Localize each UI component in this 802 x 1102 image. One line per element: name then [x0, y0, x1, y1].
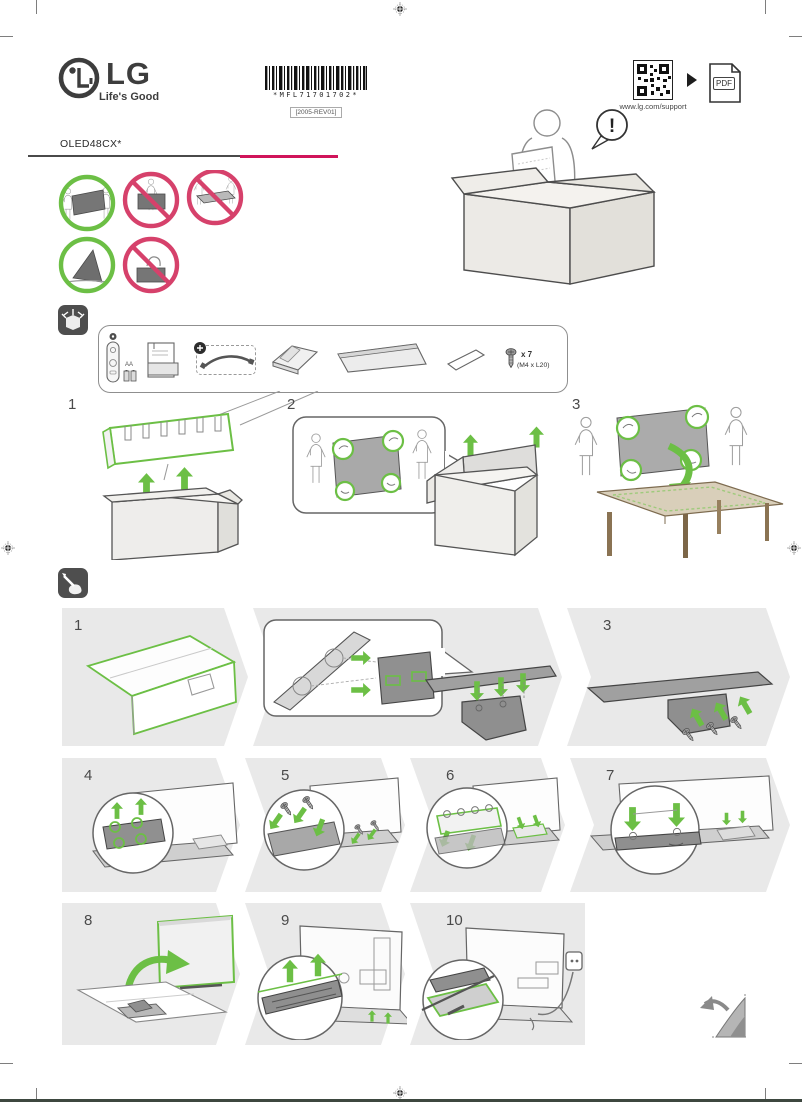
crop-mark	[789, 1063, 802, 1064]
box-with-panel	[426, 444, 539, 557]
screw-quantity: x 7	[521, 350, 533, 359]
assembly-step-4-illustration	[92, 782, 238, 874]
carry-flat-prohibited-icon	[186, 170, 244, 226]
accessories-panel	[98, 325, 568, 393]
green-arrow-up	[529, 426, 544, 448]
barcode-text: *MFL71701702*	[273, 91, 359, 99]
green-arrow-up	[176, 467, 193, 491]
assembly-step-2-illustration	[263, 619, 557, 741]
pdf-file-outline	[709, 63, 741, 103]
arrow-right-icon	[687, 73, 697, 87]
cable-routing-detail	[421, 967, 500, 1018]
title-rule-gray	[28, 155, 240, 157]
barcode-icon	[265, 66, 367, 90]
crop-mark	[36, 0, 37, 14]
power-outlet	[529, 951, 583, 1031]
assembly-step-8-illustration	[76, 914, 236, 1023]
read-manual-unbox-illustration: !	[450, 109, 656, 285]
pdf-label: PDF	[713, 77, 735, 90]
crop-mark	[765, 1088, 766, 1102]
assembly-step-1-illustration	[85, 635, 237, 736]
crop-mark	[36, 1088, 37, 1102]
barcode-block: *MFL71701702* [2005-REV01]	[265, 66, 367, 119]
unpack-step-1-illustration	[102, 412, 243, 560]
base-attach	[424, 665, 557, 741]
page-turn-icon	[700, 994, 746, 1038]
assembly-step-1-number: 1	[74, 617, 83, 634]
assembly-step-3-number: 3	[603, 617, 612, 634]
assembly-step-3-illustration	[586, 671, 774, 742]
press-right	[716, 810, 756, 841]
handling-warning-icons	[58, 170, 244, 294]
title-rule-magenta	[240, 154, 338, 158]
unpack-step-1-number: 1	[68, 396, 77, 413]
set-down-corner-ok-icon	[58, 236, 116, 294]
support-url: www.lg.com/support	[619, 102, 687, 111]
lg-emblem-icon	[58, 57, 100, 99]
unpack-step-2-number: 2	[287, 396, 296, 413]
lg-tagline: Life's Good	[99, 91, 160, 103]
assembly-step-5-number: 5	[281, 767, 290, 784]
lg-wordmark: LG	[106, 56, 152, 91]
assembly-step-7-number: 7	[606, 767, 615, 784]
crop-mark	[0, 36, 13, 37]
assembly-step-6-number: 6	[446, 767, 455, 784]
carry-alone-prohibited-icon	[122, 171, 180, 229]
assembly-step-6-illustration	[426, 777, 561, 869]
press-screen-prohibited-icon	[122, 236, 180, 294]
registration-mark-top	[393, 2, 407, 16]
table	[596, 481, 784, 558]
stand-base-icon	[271, 345, 319, 375]
cover-plate	[436, 807, 502, 835]
assembly-step-5-illustration	[263, 777, 402, 871]
carry-two-ok-icon	[58, 174, 116, 232]
stand-body-icon	[337, 343, 427, 373]
assembly-step-4-number: 4	[84, 767, 93, 784]
registration-mark-left	[1, 541, 15, 555]
battery-label: AA	[125, 362, 134, 368]
cover-plate-icon	[446, 349, 486, 371]
screw-icon	[729, 714, 745, 732]
qr-code-icon	[633, 60, 673, 100]
plate-right	[512, 813, 548, 839]
screw-spec: (M4 x L20)	[517, 362, 550, 369]
assembly-step-10-number: 10	[446, 912, 463, 929]
manual-booklet-icon	[147, 342, 179, 378]
unpack-step-3-illustration	[574, 404, 784, 558]
assembly-section-icon	[58, 568, 88, 598]
model-number: OLED48CX*	[60, 138, 122, 150]
barcode-revision: [2005-REV01]	[289, 107, 343, 118]
crop-mark	[0, 1063, 13, 1064]
unpack-step-2-illustration	[292, 416, 544, 557]
screw-icon	[505, 347, 517, 369]
registration-mark-bottom	[393, 1086, 407, 1100]
alert-bubble: !	[591, 109, 628, 150]
assembly-step-8-number: 8	[84, 912, 93, 929]
open-box	[450, 167, 656, 285]
unpack-step-3-number: 3	[572, 396, 581, 413]
sheet-with-stand	[76, 981, 228, 1023]
assembly-step-9-number: 9	[281, 912, 290, 929]
foam-packing-piece	[102, 412, 235, 481]
open-carton	[102, 487, 243, 560]
cable-holder-detail	[257, 953, 343, 1015]
green-arrow-up	[463, 434, 478, 456]
pdf-file-icon: PDF	[709, 63, 741, 103]
crop-mark	[789, 36, 802, 37]
crop-mark	[765, 0, 766, 14]
assembly-step-10-illustration	[421, 927, 583, 1040]
optional-cable-icon	[194, 342, 255, 370]
unpack-section-icon	[58, 305, 88, 335]
tv-upright	[156, 914, 236, 990]
optional-cable-box	[196, 345, 256, 375]
footer-color-bar	[0, 1099, 802, 1102]
remote-control-icon	[106, 333, 120, 383]
alert-exclamation: !	[609, 116, 615, 137]
battery-icons	[123, 370, 137, 382]
green-arrow-up-left	[734, 693, 756, 717]
assembly-step-7-illustration	[589, 775, 774, 875]
stand-join-bubble	[263, 619, 474, 717]
assembly-step-9-illustration	[257, 925, 407, 1040]
